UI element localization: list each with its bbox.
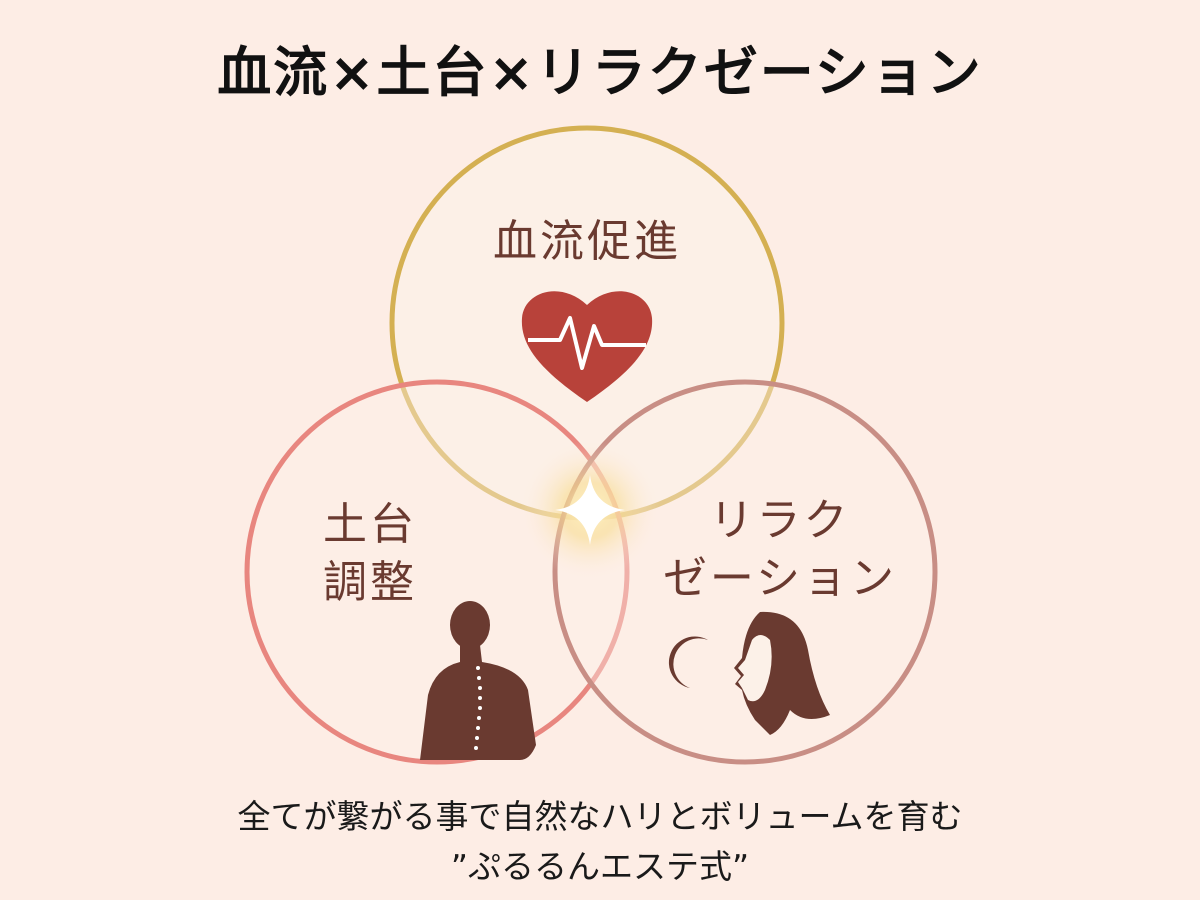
caption-line2: ”ぷるるんエステ式” — [450, 847, 750, 886]
sparkle-icon — [555, 475, 625, 545]
caption-line1: 全てが繋がる事で自然なハリとボリュームを育む — [237, 797, 963, 836]
heart-pulse-icon — [521, 291, 653, 402]
label-blood-flow: 血流促進 — [493, 216, 681, 267]
label-relaxation: リラク ゼーション — [650, 492, 910, 608]
label-foundation: 土台 調整 — [290, 496, 450, 612]
label-relaxation-line2: ゼーション — [662, 553, 898, 604]
spine-silhouette-icon — [420, 601, 536, 760]
woman-moon-icon — [668, 611, 830, 735]
label-relaxation-line1: リラク — [709, 495, 851, 546]
label-foundation-line1: 土台 — [323, 499, 417, 550]
page-title: 血流×土台×リラクゼーション — [217, 41, 983, 104]
label-foundation-line2: 調整 — [323, 557, 417, 608]
